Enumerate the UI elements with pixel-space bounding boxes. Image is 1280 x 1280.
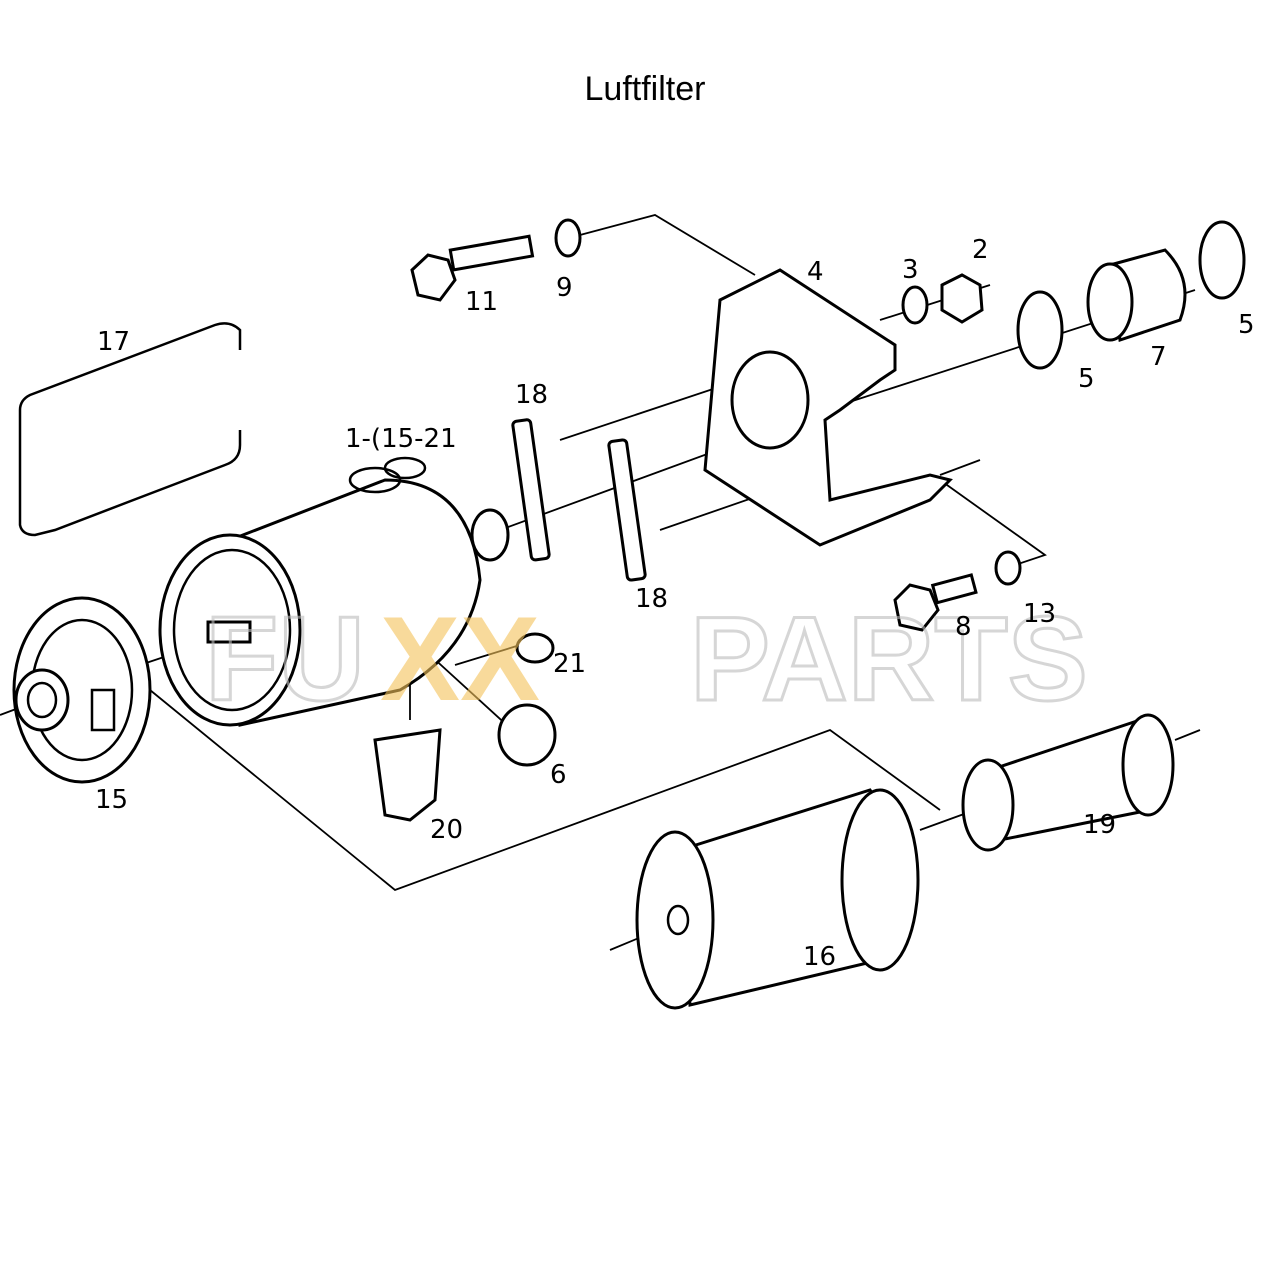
part-5-hose-clamp-right bbox=[1198, 220, 1246, 300]
label-7: 7 bbox=[1150, 342, 1167, 372]
label-21: 21 bbox=[553, 649, 586, 679]
part-13-washer bbox=[994, 550, 1022, 586]
part-20-valve bbox=[373, 728, 442, 822]
label-5b: 5 bbox=[1238, 310, 1255, 340]
label-11: 11 bbox=[465, 287, 498, 317]
label-6: 6 bbox=[550, 760, 567, 790]
part-15-end-cover bbox=[12, 596, 152, 784]
label-8: 8 bbox=[955, 612, 972, 642]
part-4-mounting-bracket bbox=[703, 268, 953, 547]
part-number-labels: 1-(15-21 2 3 4 5 5 6 7 8 9 11 13 15 16 1… bbox=[95, 235, 1255, 972]
label-18b: 18 bbox=[635, 584, 668, 614]
label-4: 4 bbox=[807, 257, 824, 287]
label-20: 20 bbox=[430, 815, 463, 845]
part-8-bolt bbox=[893, 573, 978, 632]
label-1: 1-(15-21 bbox=[345, 424, 457, 454]
part-6-indicator bbox=[497, 703, 557, 767]
part-21-cap bbox=[515, 632, 555, 664]
label-5a: 5 bbox=[1078, 364, 1095, 394]
part-3-washer bbox=[901, 285, 929, 325]
label-9: 9 bbox=[556, 273, 573, 303]
part-18-clamp-lower bbox=[607, 438, 647, 582]
label-3: 3 bbox=[902, 255, 919, 285]
part-9-washer bbox=[554, 218, 582, 258]
part-19-safety-filter-element bbox=[961, 713, 1175, 852]
part-2-nut bbox=[940, 273, 984, 324]
part-16-main-filter-element bbox=[635, 788, 920, 1010]
part-11-bolt bbox=[410, 234, 535, 302]
label-15: 15 bbox=[95, 785, 128, 815]
part-1-filter-housing bbox=[158, 456, 510, 727]
part-17-wire-clip bbox=[18, 322, 242, 537]
part-18-clamp-upper bbox=[511, 418, 551, 562]
bracket-opening bbox=[730, 350, 810, 450]
part-5-hose-clamp bbox=[1016, 290, 1064, 370]
label-19: 19 bbox=[1083, 810, 1116, 840]
diagram-title: Luftfilter bbox=[584, 70, 706, 108]
label-13: 13 bbox=[1023, 599, 1056, 629]
label-2: 2 bbox=[972, 235, 989, 265]
label-17: 17 bbox=[97, 327, 130, 357]
label-18a: 18 bbox=[515, 380, 548, 410]
label-16: 16 bbox=[803, 942, 836, 972]
part-7-hose bbox=[1086, 248, 1187, 342]
